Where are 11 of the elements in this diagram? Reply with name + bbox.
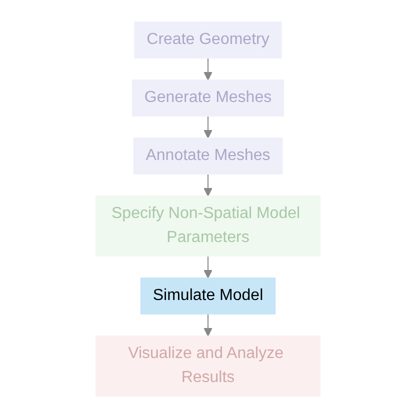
arrow bbox=[204, 256, 212, 278]
node-box: Annotate Meshes bbox=[133, 138, 283, 174]
node-box: Visualize and Analyze Results bbox=[96, 336, 320, 396]
arrow bbox=[204, 314, 212, 336]
node-box: Generate Meshes bbox=[132, 80, 284, 116]
node-box: Create Geometry bbox=[134, 22, 282, 58]
arrow bbox=[204, 116, 212, 138]
arrow bbox=[204, 174, 212, 196]
node-box: Specify Non-Spatial Model Parameters bbox=[96, 196, 320, 256]
arrow bbox=[204, 58, 212, 80]
node-box: Simulate Model bbox=[140, 278, 276, 314]
